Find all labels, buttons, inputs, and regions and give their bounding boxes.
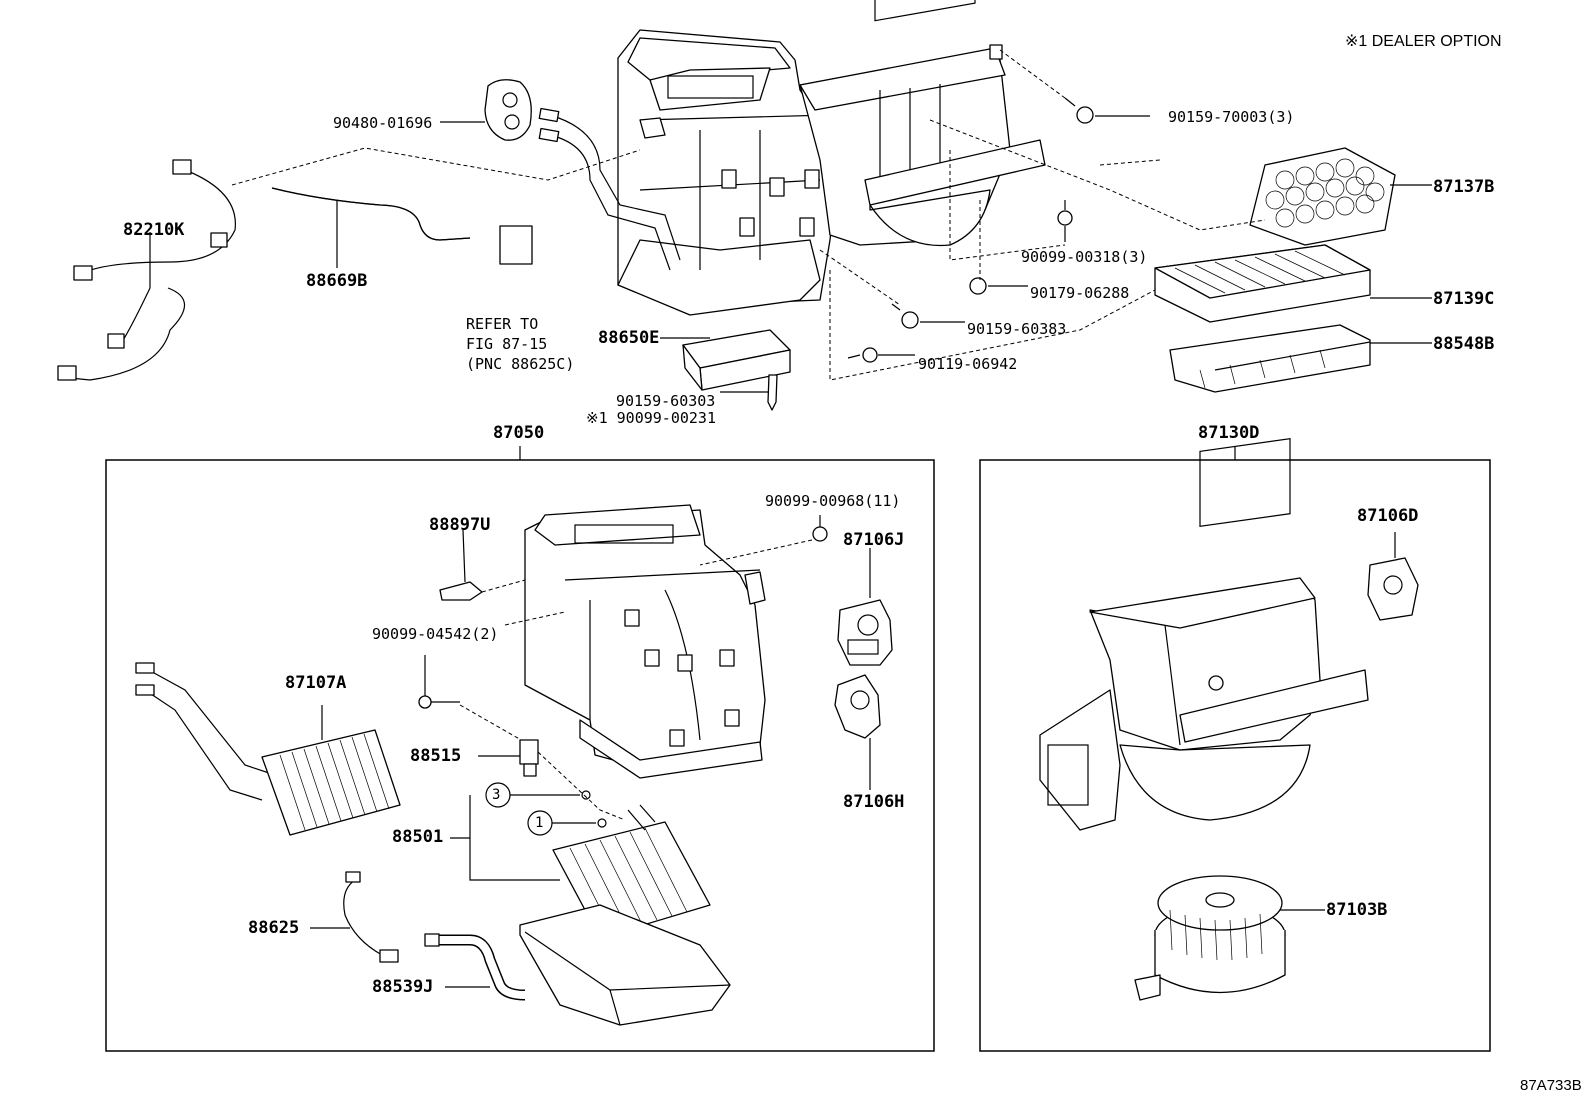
- part-label-90099-00318[interactable]: 90099-00318(3): [1021, 248, 1148, 266]
- part-label-90480-01696[interactable]: 90480-01696: [333, 114, 433, 132]
- refer-note-line2[interactable]: FIG 87-15: [466, 335, 548, 353]
- filter-cover-drawing: [1249, 147, 1432, 246]
- part-label-82210K[interactable]: 82210K: [123, 220, 185, 240]
- bolt-drawing: [418, 611, 566, 746]
- part-label-90099-04542[interactable]: 90099-04542(2): [372, 625, 499, 643]
- o-ring-callouts: [450, 782, 607, 881]
- part-label-87137B[interactable]: 87137B: [1433, 177, 1495, 197]
- part-label-90159-60383[interactable]: 90159-60383: [967, 320, 1067, 338]
- box-title-87050[interactable]: 87050: [493, 423, 545, 443]
- servo-h-drawing: [834, 674, 881, 790]
- part-label-87106D[interactable]: 87106D: [1357, 506, 1419, 526]
- refer-note-line1: REFER TO: [466, 315, 539, 333]
- hvac-assembly-drawing: [538, 0, 1046, 316]
- part-label-87139C[interactable]: 87139C: [1433, 289, 1495, 309]
- o-ring-callout-1: 1: [535, 815, 544, 831]
- figure-code: 87A733B: [1520, 1077, 1582, 1094]
- part-label-88539J[interactable]: 88539J: [372, 977, 434, 997]
- refer-note-line3: (PNC 88625C): [466, 355, 575, 373]
- part-label-88515[interactable]: 88515: [410, 746, 462, 766]
- part-label-88548B[interactable]: 88548B: [1433, 334, 1495, 354]
- part-label-90099-00968[interactable]: 90099-00968(11): [765, 492, 901, 510]
- expansion-valve-drawing: [478, 739, 626, 821]
- part-label-90179-06288[interactable]: 90179-06288: [1030, 284, 1130, 302]
- heater-core-drawing: [135, 662, 401, 836]
- dashed-leaders-top: [231, 49, 1266, 381]
- heater-case-drawing: [524, 504, 766, 779]
- part-label-87107A[interactable]: 87107A: [285, 673, 347, 693]
- sensor-drawing: [439, 529, 526, 601]
- part-label-87106H[interactable]: 87106H: [843, 792, 905, 812]
- screw-drawing: [699, 515, 828, 566]
- part-label-88625[interactable]: 88625: [248, 918, 300, 938]
- part-label-90119-06942[interactable]: 90119-06942: [918, 355, 1018, 373]
- drain-hose-drawing: [424, 933, 526, 1001]
- part-label-88669B[interactable]: 88669B: [306, 271, 368, 291]
- filter-frame-drawing: [1169, 324, 1432, 393]
- lower-case-drawing: [519, 904, 731, 1026]
- part-label-88897U[interactable]: 88897U: [429, 515, 491, 535]
- part-label-90159-70003[interactable]: 90159-70003(3): [1168, 108, 1295, 126]
- thermistor-drawing: [310, 871, 399, 963]
- part-label-87103B[interactable]: 87103B: [1326, 900, 1388, 920]
- blower-motor-drawing: [1134, 875, 1325, 1001]
- fasteners-top: [847, 97, 1150, 363]
- servo-j-drawing: [837, 548, 893, 666]
- wire-harness-drawing: [57, 159, 236, 381]
- part-label-90159-60303[interactable]: 90159-60303: [616, 392, 716, 410]
- box-title-87130D[interactable]: 87130D: [1198, 423, 1260, 443]
- o-ring-callout-3: 3: [492, 787, 501, 803]
- blower-case-drawing: [1039, 438, 1369, 831]
- hose-drawing: [271, 187, 533, 268]
- grommet-drawing: [440, 79, 532, 141]
- filter-drawing: [1154, 244, 1432, 323]
- part-label-90099-00231[interactable]: ※1 90099-00231: [586, 409, 716, 427]
- part-label-88650E[interactable]: 88650E: [598, 328, 660, 348]
- module-drawing: [660, 329, 791, 411]
- servo-d-drawing: [1367, 532, 1419, 621]
- part-label-87106J[interactable]: 87106J: [843, 530, 905, 550]
- dealer-option-note: ※1 DEALER OPTION: [1345, 33, 1502, 50]
- part-label-88501[interactable]: 88501: [392, 827, 444, 847]
